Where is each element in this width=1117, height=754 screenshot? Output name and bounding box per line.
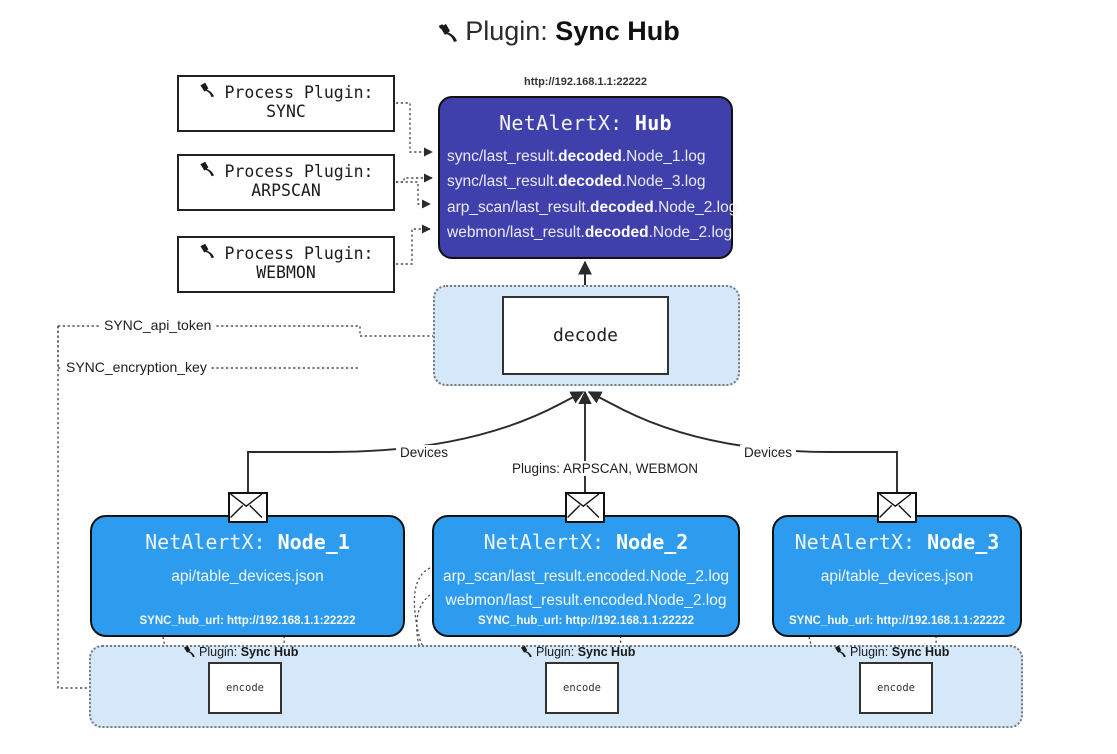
process-plugin-sync[interactable]: Process Plugin: SYNC (177, 75, 395, 132)
node-1-title: NetAlertX: Node_1 (92, 530, 403, 554)
process-plugin-webmon[interactable]: Process Plugin: WEBMON (177, 236, 395, 293)
envelope-icon (877, 492, 917, 523)
hub-log-0-em: decoded (558, 148, 622, 165)
encoder-2-label-name: Sync Hub (577, 645, 636, 659)
node-2-title: NetAlertX: Node_2 (434, 530, 738, 554)
node-2[interactable]: NetAlertX: Node_2 arp_scan/last_result.e… (432, 515, 740, 637)
node-1-lines: api/table_devices.json (92, 565, 403, 589)
hub-log-3-em: decoded (584, 223, 649, 241)
node-1-line-0: api/table_devices.json (171, 568, 324, 585)
node-3-title-prefix: NetAlertX: (794, 530, 928, 554)
edge-label-plugins-center: Plugins: ARPSCAN, WEBMON (508, 461, 703, 476)
hub-log-2: arp_scan/last_result.decoded.Node_2.log (447, 195, 737, 220)
hub-url-label: http://192.168.1.1:22222 (524, 76, 647, 88)
node-3-footer: SYNC_hub_url: http://192.168.1.1:22222 (788, 615, 1006, 627)
node-2-line-1: webmon/last_result.encoded.Node_2.log (445, 592, 727, 610)
hub-log-1-post: .Node_3.log (621, 173, 706, 191)
hub-log-list: sync/last_result.decoded.Node_1.log sync… (440, 144, 737, 245)
hub-log-0-post: .Node_1.log (621, 148, 706, 165)
node-3-line-0: api/table_devices.json (820, 568, 974, 585)
encode-box-3[interactable]: encode (859, 662, 933, 714)
page-title-prefix: Plugin: (465, 16, 556, 46)
hub-node[interactable]: NetAlertX: Hub sync/last_result.decoded.… (438, 96, 737, 259)
encoder-1-label-prefix: Plugin: (199, 645, 241, 659)
hub-log-0: sync/last_result.decoded.Node_1.log (447, 144, 731, 169)
plug-icon (182, 645, 198, 658)
encoder-1-label: Plugin: Sync Hub (182, 645, 298, 659)
edge-label-devices-right: Devices (740, 445, 797, 460)
encode-box-1[interactable]: encode (208, 662, 282, 714)
encoder-1-label-name: Sync Hub (240, 645, 299, 659)
process-plugin-sync-line2: SYNC (266, 101, 306, 121)
page-title-name: Sync Hub (555, 16, 680, 46)
decode-box[interactable]: decode (502, 296, 669, 375)
node-2-lines: arp_scan/last_result.encoded.Node_2.log … (434, 565, 738, 613)
hub-log-2-em: decoded (590, 198, 654, 216)
hub-title-name: Hub (634, 111, 672, 135)
node-3-lines: api/table_devices.json (774, 565, 1020, 589)
sync-api-token-label: SYNC_api_token (100, 317, 216, 333)
process-plugin-arpscan[interactable]: Process Plugin: ARPSCAN (177, 154, 395, 211)
encoder-3-label: Plugin: Sync Hub (833, 645, 949, 659)
plug-icon (198, 82, 223, 102)
hub-log-3: webmon/last_result.decoded.Node_2.log (447, 220, 733, 245)
edge-label-devices-left: Devices (396, 445, 453, 460)
encoder-3-label-name: Sync Hub (891, 645, 950, 659)
plug-icon (198, 161, 223, 181)
node-3-title: NetAlertX: Node_3 (774, 530, 1020, 554)
node-3-title-name: Node_3 (927, 530, 1000, 554)
node-2-footer: SYNC_hub_url: http://192.168.1.1:22222 (477, 615, 695, 627)
hub-log-3-post: .Node_2.log (648, 223, 733, 241)
plug-icon (437, 23, 462, 43)
hub-title-prefix: NetAlertX: (499, 111, 635, 135)
envelope-icon (228, 492, 268, 523)
hub-log-1: sync/last_result.decoded.Node_3.log (447, 169, 731, 194)
hub-log-2-post: .Node_2.log (653, 198, 738, 216)
node-2-title-name: Node_2 (616, 530, 689, 554)
encode-box-2[interactable]: encode (545, 662, 619, 714)
hub-log-1-em: decoded (558, 173, 622, 191)
node-1[interactable]: NetAlertX: Node_1 api/table_devices.json… (90, 515, 405, 637)
node-1-title-prefix: NetAlertX: (145, 530, 278, 554)
hub-log-0-pre: sync/last_result. (447, 148, 559, 165)
process-plugin-sync-line1: Process Plugin: (224, 83, 374, 102)
node-3[interactable]: NetAlertX: Node_3 api/table_devices.json… (772, 515, 1022, 637)
plug-icon (198, 243, 223, 263)
node-2-title-prefix: NetAlertX: (483, 530, 617, 554)
page-title: Plugin: Sync Hub (0, 16, 1117, 47)
plug-icon (833, 645, 849, 658)
encoder-2-label: Plugin: Sync Hub (519, 645, 635, 659)
hub-log-1-pre: sync/last_result. (447, 173, 559, 191)
process-plugin-webmon-line1: Process Plugin: (224, 244, 374, 263)
plug-icon (519, 645, 535, 658)
encoder-2-label-prefix: Plugin: (536, 645, 578, 659)
envelope-icon (565, 492, 605, 523)
process-plugin-webmon-line2: WEBMON (256, 262, 316, 282)
node-1-footer: SYNC_hub_url: http://192.168.1.1:22222 (139, 615, 356, 627)
hub-log-2-pre: arp_scan/last_result. (447, 198, 591, 216)
hub-title: NetAlertX: Hub (440, 111, 731, 135)
encoder-3-label-prefix: Plugin: (850, 645, 892, 659)
hub-log-3-pre: webmon/last_result. (447, 223, 585, 241)
process-plugin-arpscan-line2: ARPSCAN (251, 180, 321, 200)
node-2-line-0: arp_scan/last_result.encoded.Node_2.log (442, 568, 730, 585)
sync-encryption-key-label: SYNC_encryption_key (62, 359, 211, 375)
process-plugin-arpscan-line1: Process Plugin: (224, 162, 374, 181)
node-1-title-name: Node_1 (277, 530, 350, 554)
